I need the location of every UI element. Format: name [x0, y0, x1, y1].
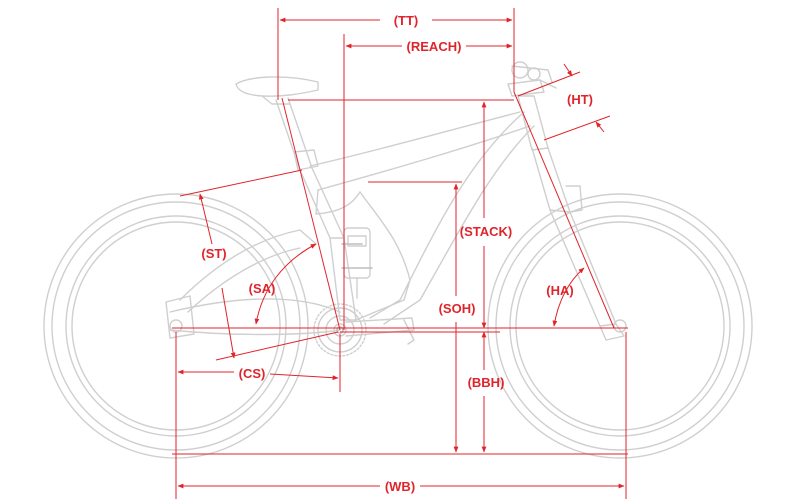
- seat-tube: [275, 97, 357, 321]
- cockpit: [507, 61, 557, 151]
- dimension-lines: [172, 8, 628, 499]
- crankset: [313, 303, 415, 357]
- label-st: (ST): [201, 246, 226, 261]
- dimension-cs: [175, 334, 341, 392]
- dimension-ht: [517, 63, 611, 141]
- head-tube-axis: [513, 91, 615, 329]
- label-stack: (STACK): [460, 224, 512, 239]
- dimension-wb: [175, 332, 627, 499]
- label-reach: (REACH): [407, 39, 462, 54]
- dimension-soh: [368, 181, 462, 453]
- rear-shock: [343, 227, 371, 299]
- dimension-st: [179, 169, 339, 361]
- dimension-labels: (TT) (REACH) (HT) (ST) (STACK) (SA) (HA)…: [201, 13, 593, 494]
- label-ha: (HA): [546, 283, 573, 298]
- label-sa: (SA): [249, 281, 276, 296]
- seat-tube-axis: [281, 97, 341, 331]
- label-bbh: (BBH): [468, 375, 505, 390]
- bike-outline: [43, 61, 753, 459]
- dimension-reach: [343, 34, 513, 330]
- label-cs: (CS): [239, 366, 266, 381]
- label-soh: (SOH): [439, 301, 476, 316]
- dimension-ha: [552, 267, 585, 327]
- dimension-tt: [277, 8, 515, 100]
- front-wheel: [487, 193, 753, 459]
- label-wb: (WB): [385, 479, 415, 494]
- dimension-sa: [254, 243, 317, 325]
- label-tt: (TT): [394, 13, 419, 28]
- label-ht: (HT): [567, 92, 593, 107]
